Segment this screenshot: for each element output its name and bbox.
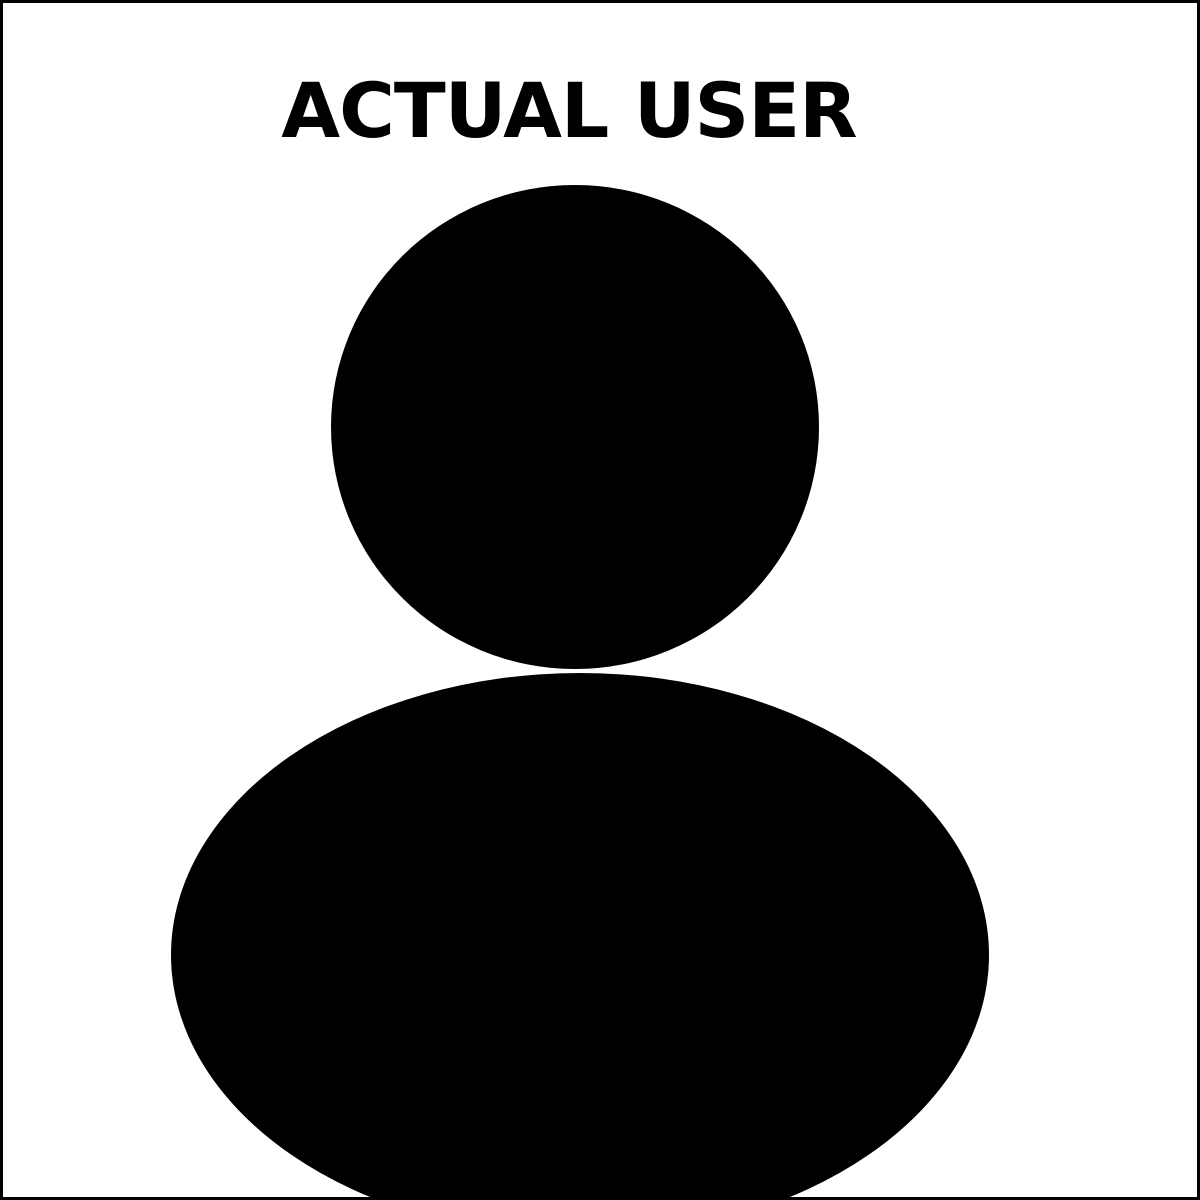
silhouette-body <box>171 673 989 1197</box>
silhouette-head <box>331 185 819 669</box>
user-silhouette-icon <box>171 185 989 1197</box>
user-caption: ACTUAL USER <box>281 66 857 155</box>
